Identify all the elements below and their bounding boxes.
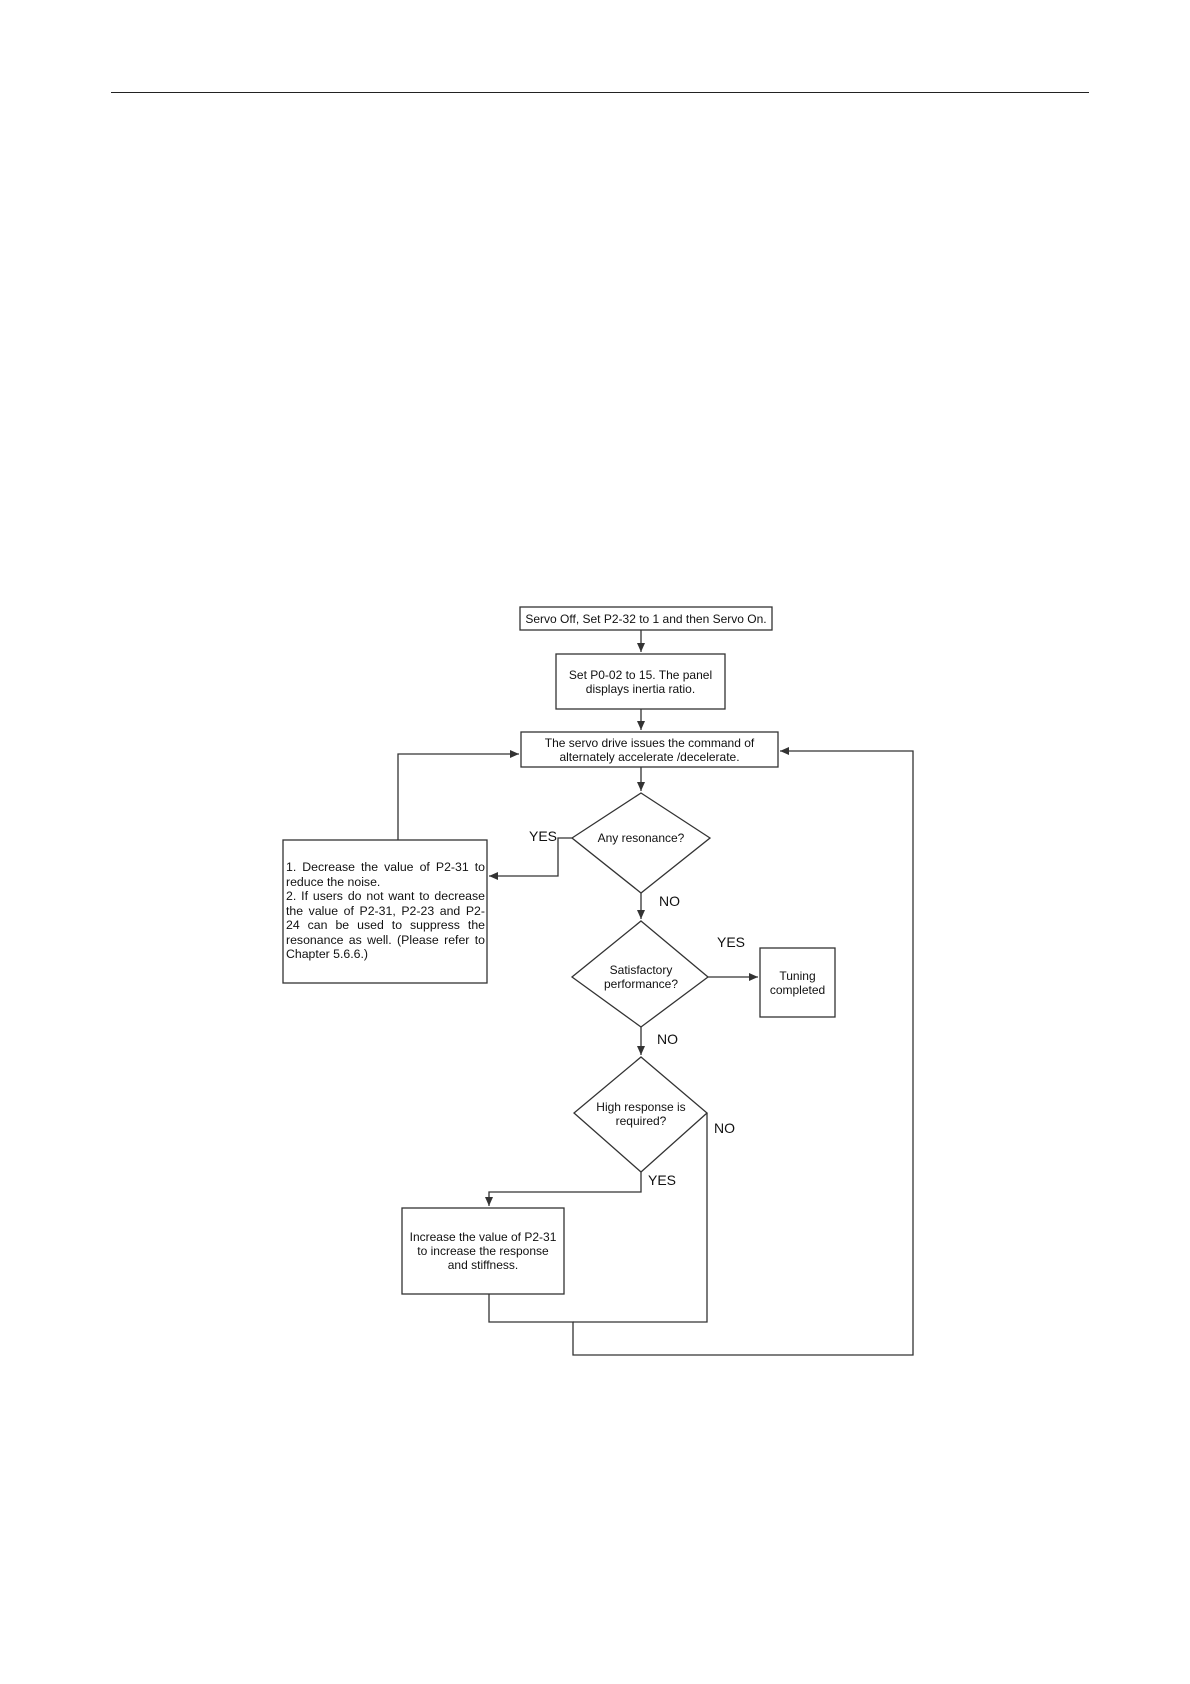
set-p0-step: Set P0-02 to 15. The panel displays iner… <box>568 667 713 696</box>
label-yes-resonance: YES <box>529 828 558 844</box>
decrease-p2-31-step: 1. Decrease the value of P2-31 to reduce… <box>286 860 485 961</box>
edge-resonance-yes <box>489 837 572 880</box>
edge-decrease-loop <box>397 750 519 840</box>
label-no-high-response: NO <box>714 1120 735 1136</box>
servo-off-step: Servo Off, Set P2-32 to 1 and then Servo… <box>525 611 767 626</box>
edge-high-response-yes <box>485 1172 642 1206</box>
decrease-box <box>282 839 488 984</box>
any-resonance-decision: Any resonance? <box>597 831 685 845</box>
header-rule <box>111 92 1089 93</box>
satisfactory-performance-decision: Satisfactory performance? <box>603 963 679 991</box>
label-no-satisfactory: NO <box>657 1031 678 1047</box>
servo-command-step: The servo drive issues the command of al… <box>544 735 755 764</box>
label-no-resonance: NO <box>659 893 680 909</box>
increase-box <box>401 1207 565 1295</box>
servo-off-box <box>519 606 773 631</box>
increase-p2-31-step: Increase the value of P2-31 to increase … <box>409 1230 557 1272</box>
label-yes-satisfactory: YES <box>717 934 746 950</box>
servo-cmd-box <box>520 731 779 768</box>
tuning-completed-box <box>759 947 836 1018</box>
high-response-decision: High response is required? <box>596 1100 686 1128</box>
tuning-completed-step: Tuning completed <box>769 968 826 997</box>
label-yes-high-response: YES <box>648 1172 677 1188</box>
edge-increase-loop <box>488 747 914 1356</box>
edge-high-response-no <box>573 1113 708 1323</box>
